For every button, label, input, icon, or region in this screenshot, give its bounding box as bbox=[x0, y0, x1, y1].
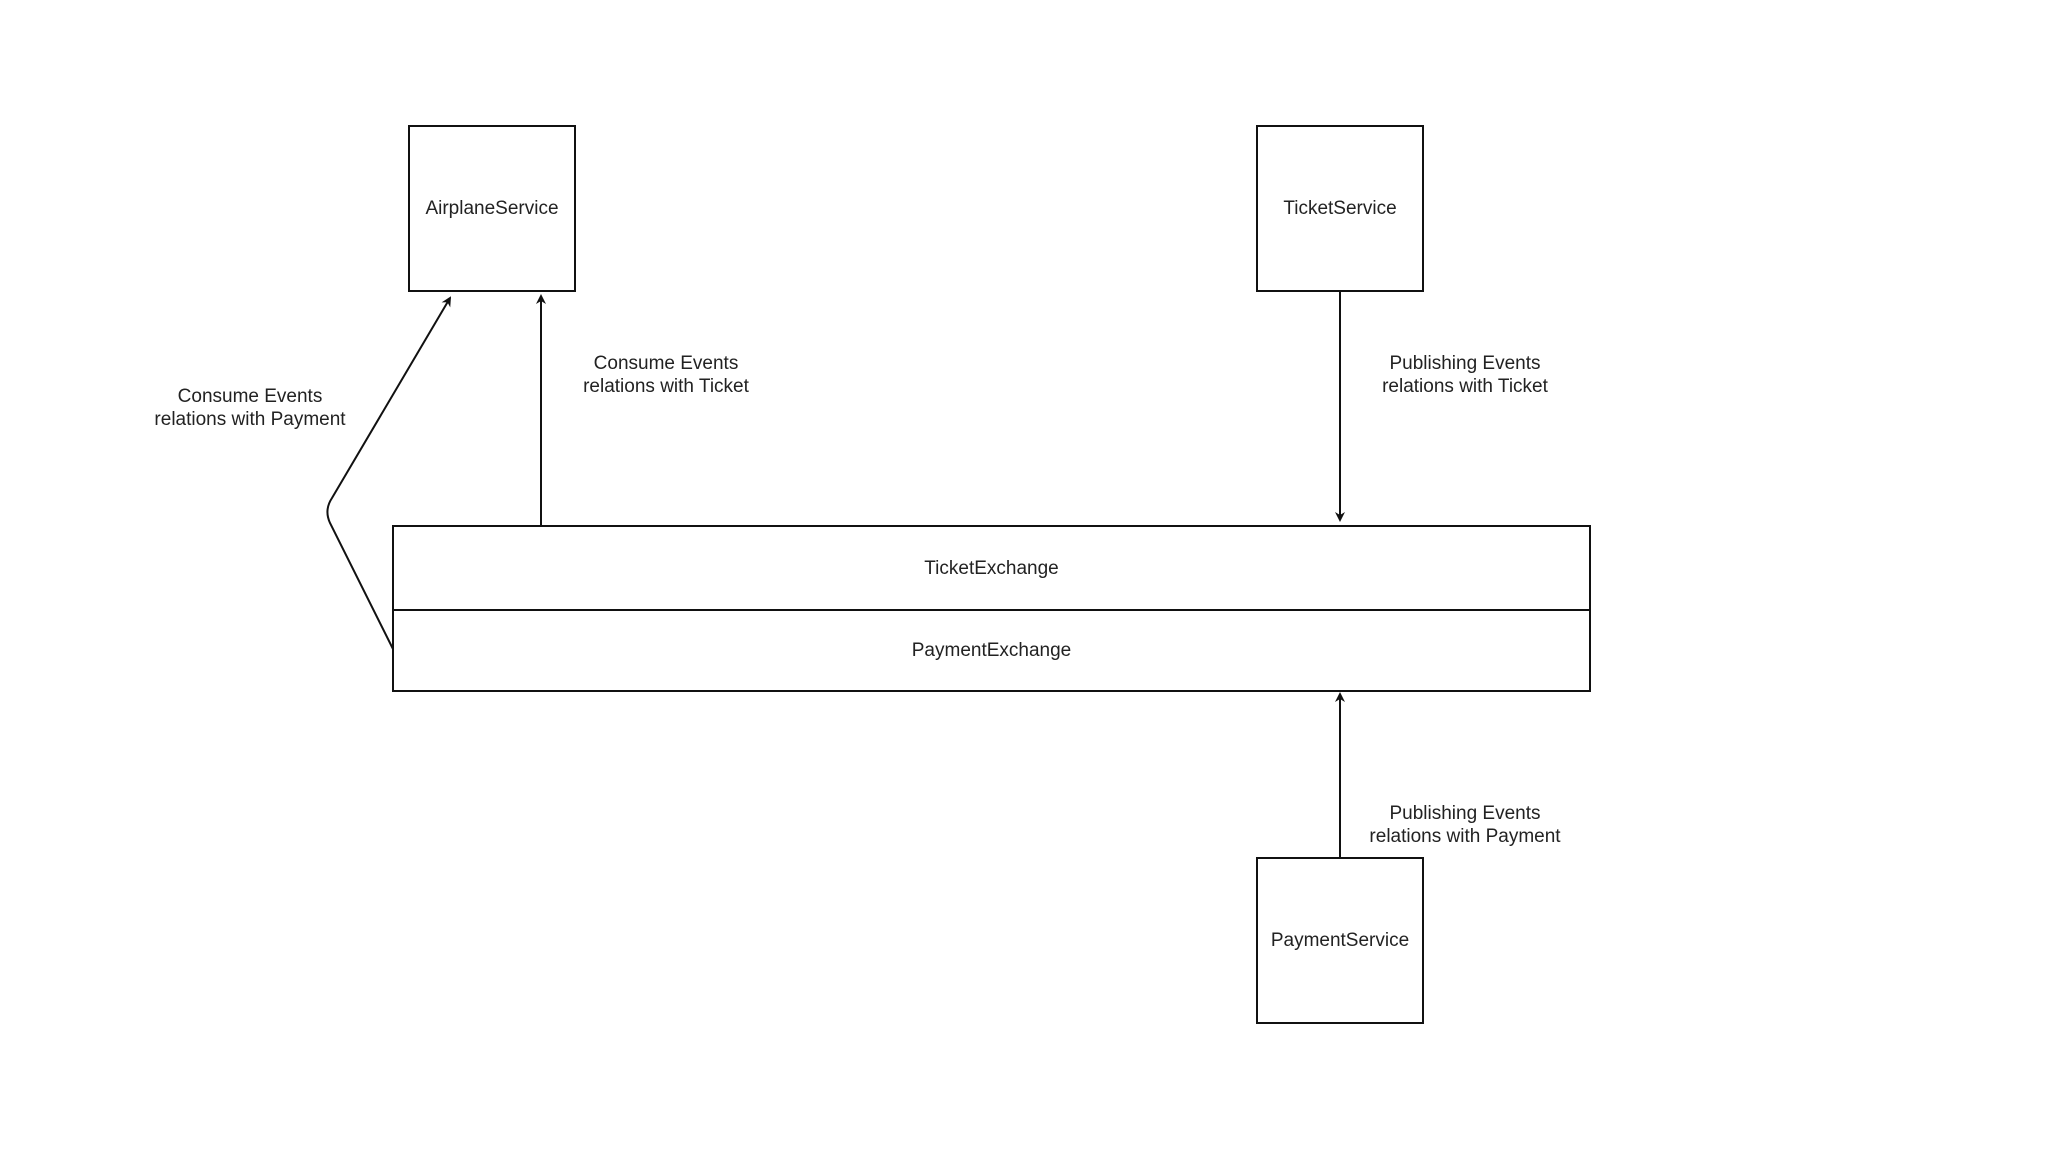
payment-exchange-row[interactable]: PaymentExchange bbox=[394, 611, 1589, 690]
label-consume-ticket-line2: relations with Ticket bbox=[583, 376, 749, 397]
ticket-exchange-label: TicketExchange bbox=[924, 557, 1059, 579]
label-consume-payment-line1: Consume Events bbox=[177, 386, 323, 407]
payment-service-label: PaymentService bbox=[1270, 929, 1410, 951]
label-publish-ticket: Publishing Events relations with Ticket bbox=[1345, 352, 1585, 398]
airplane-service-node[interactable]: AirplaneService bbox=[408, 125, 576, 292]
label-publish-ticket-line1: Publishing Events bbox=[1389, 353, 1541, 374]
label-consume-payment: Consume Events relations with Payment bbox=[130, 385, 370, 431]
label-publish-payment-line1: Publishing Events bbox=[1389, 803, 1541, 824]
label-publish-payment: Publishing Events relations with Payment bbox=[1345, 802, 1585, 848]
label-consume-payment-line2: relations with Payment bbox=[154, 409, 346, 430]
exchange-divider bbox=[394, 609, 1589, 611]
ticket-service-node[interactable]: TicketService bbox=[1256, 125, 1424, 292]
payment-service-node[interactable]: PaymentService bbox=[1256, 857, 1424, 1024]
ticket-exchange-row[interactable]: TicketExchange bbox=[394, 527, 1589, 610]
airplane-service-label: AirplaneService bbox=[425, 197, 559, 219]
edge-consume-payment bbox=[326, 296, 452, 650]
label-consume-ticket-line1: Consume Events bbox=[593, 353, 739, 374]
label-publish-ticket-line2: relations with Ticket bbox=[1382, 376, 1548, 397]
exchange-container[interactable]: TicketExchange PaymentExchange bbox=[392, 525, 1591, 692]
payment-exchange-label: PaymentExchange bbox=[911, 639, 1072, 661]
label-consume-ticket: Consume Events relations with Ticket bbox=[546, 352, 786, 398]
ticket-service-label: TicketService bbox=[1283, 197, 1397, 219]
label-publish-payment-line2: relations with Payment bbox=[1369, 826, 1561, 847]
